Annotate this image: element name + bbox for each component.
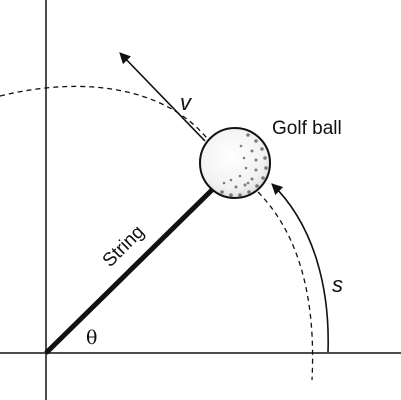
golf-ball [199,127,271,199]
arc-length-label: s [332,272,343,297]
circular-path-lower [257,191,314,381]
angle-label: θ [86,327,97,349]
string-label: String [99,222,149,272]
golf-ball-label: Golf ball [272,118,342,139]
arc-length-arrow [271,183,329,353]
velocity-label: v [180,90,193,115]
circular-path [0,85,211,143]
velocity-vector-arrow [119,52,206,142]
string [44,184,218,355]
